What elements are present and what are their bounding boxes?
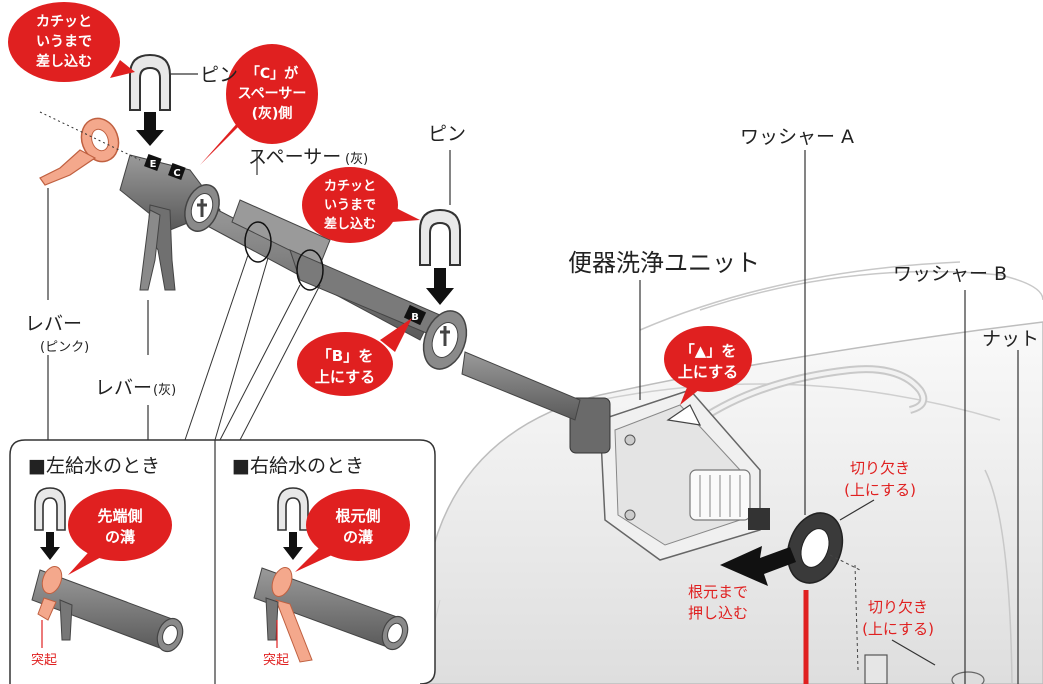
mark-c: C [173, 168, 180, 179]
pin-right-arrow [426, 268, 454, 305]
label-pin-right: ピン [428, 123, 466, 145]
inset-right-shaft [253, 567, 409, 663]
callout-b-up-l2: 上にする [315, 368, 375, 386]
label-pin-top: ピン [200, 64, 238, 86]
callout-c-side-l1: 「C」が [246, 65, 299, 82]
callout-right-groove [295, 489, 410, 572]
svg-text:「C」がスペーサー(灰)側: 「C」がスペーサー (灰)側 [238, 65, 307, 122]
svg-text:カチッというまで差し込む: カチッというまで差し込む [324, 179, 376, 232]
zoom-lines [184, 254, 321, 441]
callout-click-top-l2: いうまで [36, 34, 92, 50]
label-notch-b-l1: 切り欠き [868, 598, 928, 616]
spacer-groove-right [296, 249, 324, 291]
pin-top [129, 53, 171, 111]
svg-text:カチッというまで差し込む: カチッというまで差し込む [36, 14, 92, 70]
pin-right [419, 208, 461, 266]
callout-b-up-l1: 「B」を [317, 347, 373, 365]
inset-left-title: ■左給水のとき [28, 455, 160, 477]
label-notch-b-l2: (上にする) [862, 620, 934, 638]
callout-click-right-l1: カチッと [324, 179, 376, 194]
spacer-shaft [199, 199, 468, 370]
callout-right-groove-l1: 根元側 [335, 507, 380, 525]
label-spacer: スペーサー [248, 146, 341, 168]
callout-c-side [200, 44, 318, 165]
callout-c-side-l2: スペーサー [238, 86, 307, 102]
callout-click-right-l2: いうまで [324, 198, 376, 213]
lever-pink [39, 117, 120, 186]
washer-a [786, 512, 844, 584]
inset-left-projection: 突起 [31, 652, 57, 668]
label-push-l1: 根元まで [688, 583, 748, 601]
inset-left-pin [34, 487, 66, 531]
axis-line [39, 111, 141, 161]
svg-text:「B」を上にする: 「B」を上にする [315, 347, 375, 386]
callout-click-top-l1: カチッと [36, 14, 92, 30]
inset-right-title: ■右給水のとき [232, 455, 364, 477]
callout-left-groove-l1: 先端側 [97, 507, 142, 525]
label-flush-unit: 便器洗浄ユニット [568, 249, 760, 277]
label-nut: ナット [982, 328, 1039, 350]
label-washer-b: ワッシャー B [893, 263, 1007, 285]
callout-tri-up [664, 326, 752, 405]
svg-text:先端側の溝: 先端側の溝 [97, 507, 142, 546]
label-notch-a-l2: (上にする) [844, 481, 916, 499]
leader-lines [47, 73, 1019, 684]
label-push-l2: 押し込む [688, 604, 748, 622]
lever-gray [119, 153, 221, 291]
flush-unit [461, 351, 770, 561]
push-arrow [720, 546, 796, 586]
mark-b: B [411, 312, 419, 323]
inset-left-shaft [31, 565, 184, 653]
label-washer-a: ワッシャー A [740, 126, 854, 148]
inset-right-projection: 突起 [263, 652, 289, 668]
label-lever-pink-sub: (ピンク) [40, 340, 89, 355]
label-lever-gray-sub: (灰) [153, 383, 176, 398]
label-notch-a-l1: 切り欠き [850, 459, 910, 477]
callout-left-groove-l2: の溝 [105, 528, 135, 546]
svg-text:根元側の溝: 根元側の溝 [335, 507, 380, 546]
callout-left-groove [68, 489, 172, 575]
label-lever-gray: レバー [95, 377, 152, 399]
callout-click-right [302, 167, 420, 243]
label-spacer-sub: (灰) [345, 152, 368, 167]
callout-c-side-l3: (灰)側 [252, 105, 293, 122]
callout-right-groove-l2: の溝 [343, 528, 373, 546]
label-lever-pink: レバー [25, 313, 82, 335]
svg-text:「▲」を上にする: 「▲」を上にする [678, 342, 738, 381]
callout-tri-up-l1: 「▲」を [680, 342, 737, 360]
callout-click-top-l3: 差し込む [36, 53, 92, 70]
spacer-groove-left [244, 221, 272, 263]
inset-right-pin [277, 487, 309, 531]
pin-top-arrow [136, 112, 164, 146]
callout-click-right-l3: 差し込む [324, 216, 376, 232]
callout-click-top [8, 2, 135, 82]
callout-tri-up-l2: 上にする [678, 363, 738, 381]
callout-b-up [297, 318, 412, 396]
mark-e: E [150, 159, 157, 170]
